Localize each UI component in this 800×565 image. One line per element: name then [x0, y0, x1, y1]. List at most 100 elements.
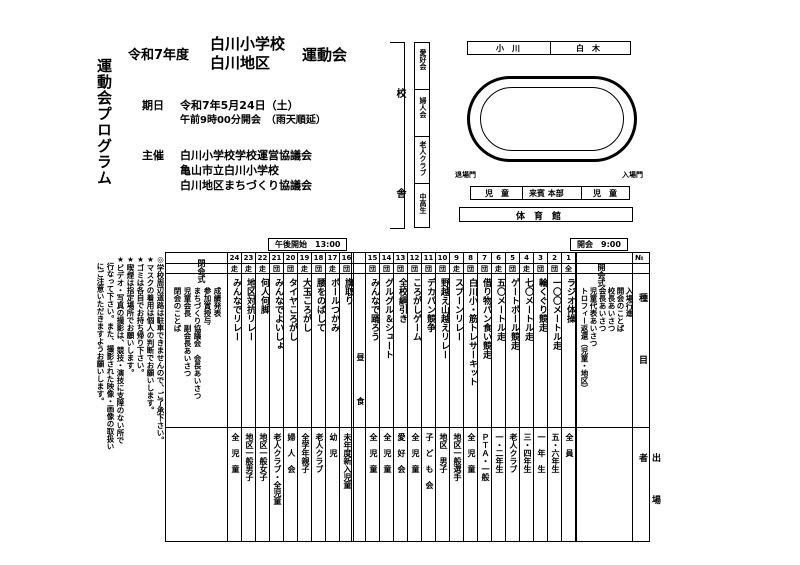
table-divider	[325, 253, 326, 541]
table-divider	[351, 253, 352, 541]
program-participants: 一・二年生	[495, 433, 504, 473]
table-divider	[339, 253, 340, 541]
seat-children-right: 児 童	[593, 189, 617, 198]
program-type: 団	[425, 265, 432, 273]
program-type: 団	[439, 265, 446, 273]
seat-guests-hq: 来賓 本部	[529, 189, 564, 198]
seat-ogawa: 小 川	[496, 44, 520, 53]
row-label-participants: 出 場 者	[637, 453, 660, 537]
program-type: 団	[343, 265, 350, 273]
program-type: 団	[397, 265, 404, 273]
lunch-break: 昼 食	[356, 353, 365, 419]
program-participants: 全学年親子	[301, 433, 310, 473]
program-type: 走	[245, 265, 252, 273]
host-3: 白川地区まちづくり協議会	[180, 179, 312, 192]
program-event: みんなでリレー	[231, 278, 241, 341]
bottom-seating: 児 童 来賓 本部 児 童	[470, 186, 630, 200]
table-divider	[269, 253, 270, 541]
table-divider	[449, 253, 450, 541]
exit-gate: 退場門	[455, 171, 476, 179]
program-event: ラジオ体操	[565, 278, 575, 323]
program-type: 走	[259, 265, 266, 273]
table-divider	[547, 253, 548, 541]
program-number: 12	[409, 254, 420, 262]
program-type: 団	[537, 265, 544, 273]
program-type: 団	[411, 265, 418, 273]
program-event: 何人何脚	[259, 278, 269, 314]
program-participants: 子 ど も 会	[425, 433, 434, 489]
program-type: 走	[453, 265, 460, 273]
gymnasium: 体 育 館	[459, 207, 633, 222]
program-participants: 全 員	[565, 433, 574, 457]
program-number: 4	[524, 254, 529, 262]
table-divider	[255, 253, 256, 541]
program-participants: 老人クラブ	[509, 433, 518, 473]
program-number: 23	[243, 254, 254, 262]
program-event: ころがしゲーム	[411, 278, 421, 341]
fiscal-year: 令和7年度	[128, 48, 190, 63]
program-number: 20	[285, 254, 296, 262]
program-event: 一〇〇メートル走	[551, 278, 561, 350]
seat-children-left: 児 童	[485, 189, 509, 198]
program-type: 団	[287, 265, 294, 273]
opening-item-4: 会長あいさつ	[598, 287, 607, 332]
program-number: 11	[423, 254, 434, 262]
program-event: 全校綱引き	[397, 278, 407, 323]
program-participants: 全 児 童	[411, 433, 420, 473]
afternoon-start: 午後開始 13:00	[268, 238, 348, 251]
host-label: 主催	[142, 149, 164, 162]
closing-ceremony-title: 閉会式	[197, 259, 206, 283]
program-type: 走	[523, 265, 530, 273]
note-7: にご注意いただきますようお願いします。	[96, 255, 105, 406]
school-building-label: 校 舎	[394, 88, 405, 238]
program-participants: 幼 児	[329, 433, 338, 457]
note-1: ◎学校周辺道路は駐車できませんので、ご了承下さい。	[156, 255, 165, 444]
table-divider	[297, 253, 298, 541]
program-participants: 全 児 童	[467, 433, 476, 473]
program-number: 8	[468, 254, 473, 262]
program-participants: 地区一般女子	[259, 433, 268, 481]
program-number: 18	[313, 254, 324, 262]
program-event: 野越え山越えリレー	[439, 278, 449, 359]
gym-label: 体 育 館	[516, 212, 562, 222]
program-event: ボールつかみ	[329, 278, 339, 332]
school-building-outline	[390, 42, 405, 229]
note-5: ★ビデオ・写真の撮影は、競技・演技に支障のない所で	[116, 255, 125, 444]
program-participants: 老人クラブ	[315, 433, 324, 473]
table-divider	[353, 253, 354, 541]
opening-item-5: 児童代表あいさつ	[589, 287, 598, 347]
seat-shiraki: 白 木	[576, 44, 600, 53]
closing-item-3: まちづくり協議会 会長あいさつ	[193, 287, 202, 400]
program-participants: 三・四年生	[523, 433, 532, 473]
room-roujin: 老人クラブ	[419, 141, 427, 176]
program-number: 3	[538, 254, 543, 262]
program-event: 地区対抗リレー	[245, 278, 255, 341]
running-track	[467, 76, 637, 162]
program-participants: 地区一般男子	[245, 433, 254, 481]
program-event: みんなで踊ろう	[369, 278, 379, 341]
program-event: 腰をのばして	[315, 278, 325, 332]
program-type: 走	[301, 265, 308, 273]
program-number: 10	[437, 254, 448, 262]
program-vertical-title: 運動会プログラム	[95, 58, 113, 186]
table-divider	[283, 253, 284, 541]
program-event: 白川小・筋トレサーキット	[467, 278, 477, 386]
date-label: 期日	[142, 99, 164, 112]
note-6: 行なって下さい。また、撮影された映像・画像の取扱い	[106, 255, 115, 451]
opening-time: 開会 9:00	[570, 238, 628, 251]
table-divider	[575, 253, 576, 541]
program-number: 5	[510, 254, 515, 262]
program-participants: 地区 男子	[439, 433, 448, 473]
opening-item-1: 入場行進	[625, 287, 634, 317]
program-type: 団	[481, 265, 488, 273]
program-event: 五〇メートル走	[495, 278, 505, 341]
program-number: 2	[552, 254, 557, 262]
table-divider	[533, 253, 534, 541]
closing-item-2: 参加賞授与	[203, 287, 212, 325]
program-event: 旗取り	[343, 278, 353, 305]
table-divider	[421, 253, 422, 541]
table-divider	[632, 253, 633, 541]
table-divider	[227, 253, 228, 541]
opening-item-6: トロフィー返還（児童・地区）	[580, 287, 589, 392]
program-type: 走	[231, 265, 238, 273]
